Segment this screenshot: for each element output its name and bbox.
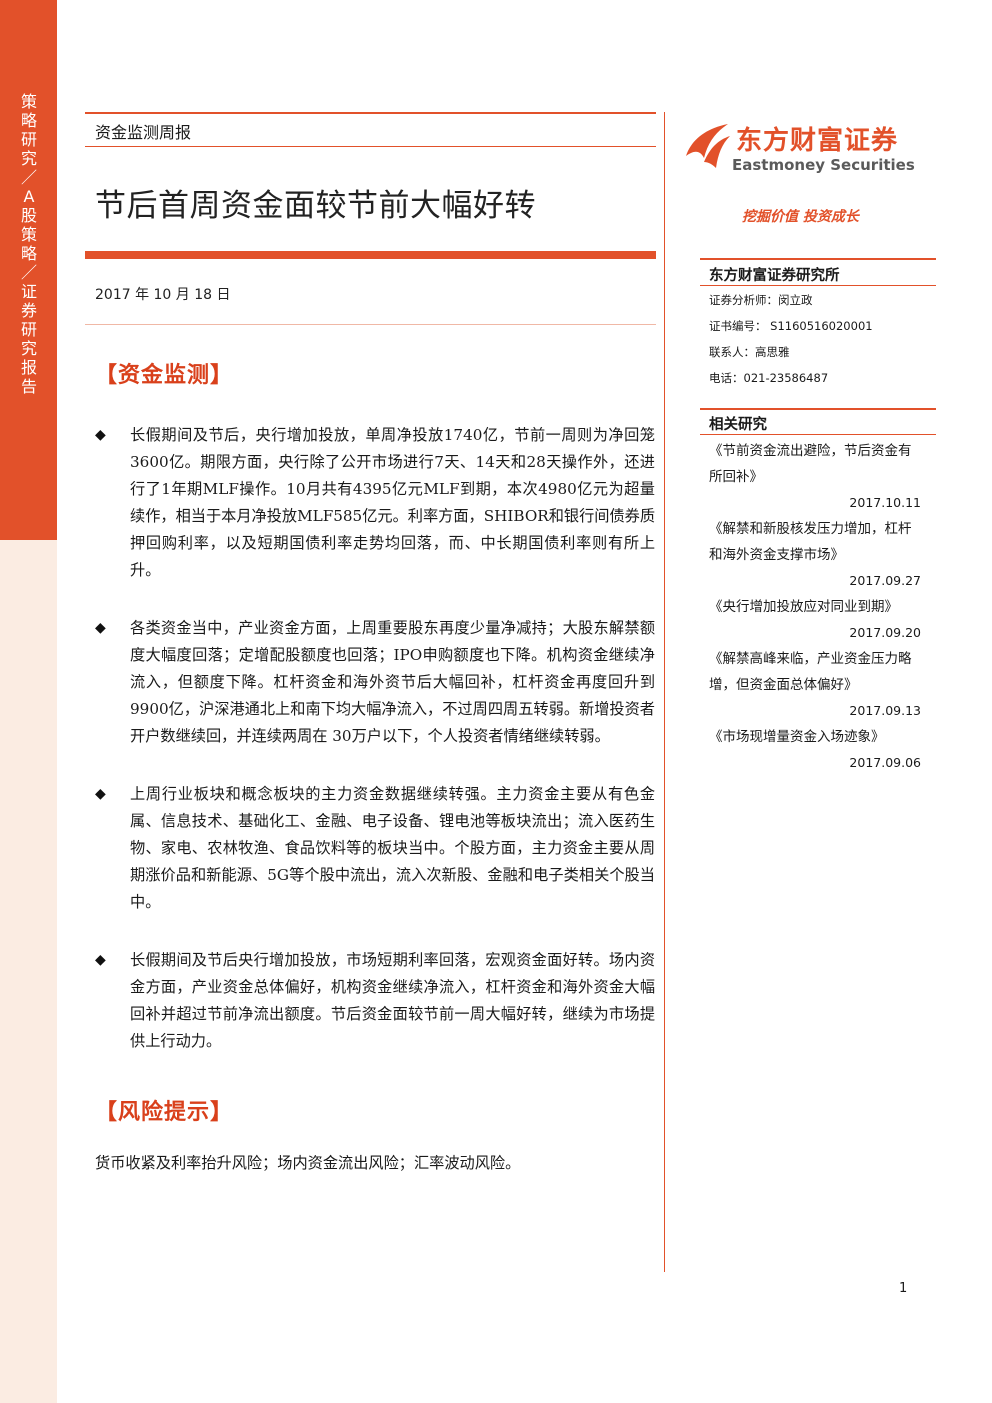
- list-item: ◆ 长假期间及节后央行增加投放，市场短期利率回落，宏观资金面好转。场内资金方面，…: [95, 947, 655, 1055]
- diamond-bullet-icon: ◆: [95, 620, 106, 636]
- related-item-date: 2017.09.06: [849, 755, 921, 770]
- diamond-bullet-icon: ◆: [95, 427, 106, 443]
- date-rule: [85, 324, 656, 325]
- diamond-bullet-icon: ◆: [95, 952, 106, 968]
- related-item-title[interactable]: 《节前资金流出避险，节后资金有所回补》: [709, 443, 912, 485]
- bullet-text: 长假期间及节后央行增加投放，市场短期利率回落，宏观资金面好转。场内资金方面，产业…: [130, 951, 655, 1050]
- page-number: 1: [899, 1281, 908, 1296]
- institute-rule-top: [700, 258, 936, 260]
- report-category: 资金监测周报: [95, 123, 192, 142]
- column-divider: [664, 112, 665, 1272]
- risk-text: 货币收紧及利率抬升风险；场内资金流出风险；汇率波动风险。: [95, 1154, 521, 1172]
- certificate-number: 证书编号： S1160516020001: [709, 319, 873, 333]
- diamond-bullet-icon: ◆: [95, 786, 106, 802]
- report-date: 2017 年 10 月 18 日: [95, 287, 231, 303]
- contact-person: 联系人：高思雅: [709, 345, 790, 359]
- title-rule: [85, 251, 656, 259]
- brand-slogan: 挖掘价值 投资成长: [742, 209, 859, 225]
- institute-name: 东方财富证券研究所: [709, 268, 840, 284]
- section-monitor-title: 【资金监测】: [95, 363, 234, 388]
- related-rule-bottom: [700, 434, 936, 435]
- related-item-date: 2017.09.27: [849, 573, 921, 588]
- related-item-date: 2017.10.11: [849, 495, 921, 510]
- bullet-text: 上周行业板块和概念板块的主力资金数据继续转强。主力资金主要从有色金属、信息技术、…: [130, 785, 655, 911]
- brand-logo: 东方财富证券 Eastmoney Securities: [682, 118, 927, 178]
- sidebar-tint: [0, 540, 57, 1403]
- related-item-title[interactable]: 《央行增加投放应对同业到期》: [709, 599, 898, 615]
- analyst-name: 证券分析师：闵立政: [709, 293, 813, 307]
- related-item-date: 2017.09.20: [849, 625, 921, 640]
- brand-name-cn: 东方财富证券: [736, 126, 899, 156]
- related-title: 相关研究: [709, 417, 767, 433]
- related-item-title[interactable]: 《解禁高峰来临，产业资金压力略增，但资金面总体偏好》: [709, 651, 912, 693]
- contact-phone: 电话：021-23586487: [709, 371, 829, 385]
- list-item: ◆ 上周行业板块和概念板块的主力资金数据继续转强。主力资金主要从有色金属、信息技…: [95, 781, 655, 916]
- section-risk-title: 【风险提示】: [95, 1100, 234, 1125]
- sidebar-accent: [0, 0, 57, 540]
- bullet-list: ◆ 长假期间及节后，央行增加投放，单周净投放1740亿，节前一周则为净回笼360…: [95, 422, 655, 1086]
- bullet-text: 各类资金当中，产业资金方面，上周重要股东再度少量净减持；大股东解禁额度大幅度回落…: [130, 619, 655, 745]
- bullet-text: 长假期间及节后，央行增加投放，单周净投放1740亿，节前一周则为净回笼3600亿…: [130, 426, 656, 579]
- list-item: ◆ 长假期间及节后，央行增加投放，单周净投放1740亿，节前一周则为净回笼360…: [95, 422, 655, 584]
- list-item: ◆ 各类资金当中，产业资金方面，上周重要股东再度少量净减持；大股东解禁额度大幅度…: [95, 615, 655, 750]
- header-rule: [85, 112, 656, 114]
- related-list: 《节前资金流出避险，节后资金有所回补》 2017.10.11 《解禁和新股核发压…: [709, 438, 921, 776]
- related-rule-top: [700, 408, 936, 410]
- institute-rule-bottom: [700, 285, 936, 286]
- brand-mark-icon: [686, 124, 730, 168]
- related-item-title[interactable]: 《解禁和新股核发压力增加，杠杆和海外资金支撑市场》: [709, 521, 912, 563]
- related-item-title[interactable]: 《市场现增量资金入场迹象》: [709, 729, 885, 745]
- report-title: 节后首周资金面较节前大幅好转: [95, 188, 536, 224]
- related-item-date: 2017.09.13: [849, 703, 921, 718]
- category-rule: [85, 146, 656, 147]
- brand-name-en: Eastmoney Securities: [732, 156, 915, 174]
- sidebar-label: 策略研究／A股策略／证券研究报告: [20, 92, 37, 396]
